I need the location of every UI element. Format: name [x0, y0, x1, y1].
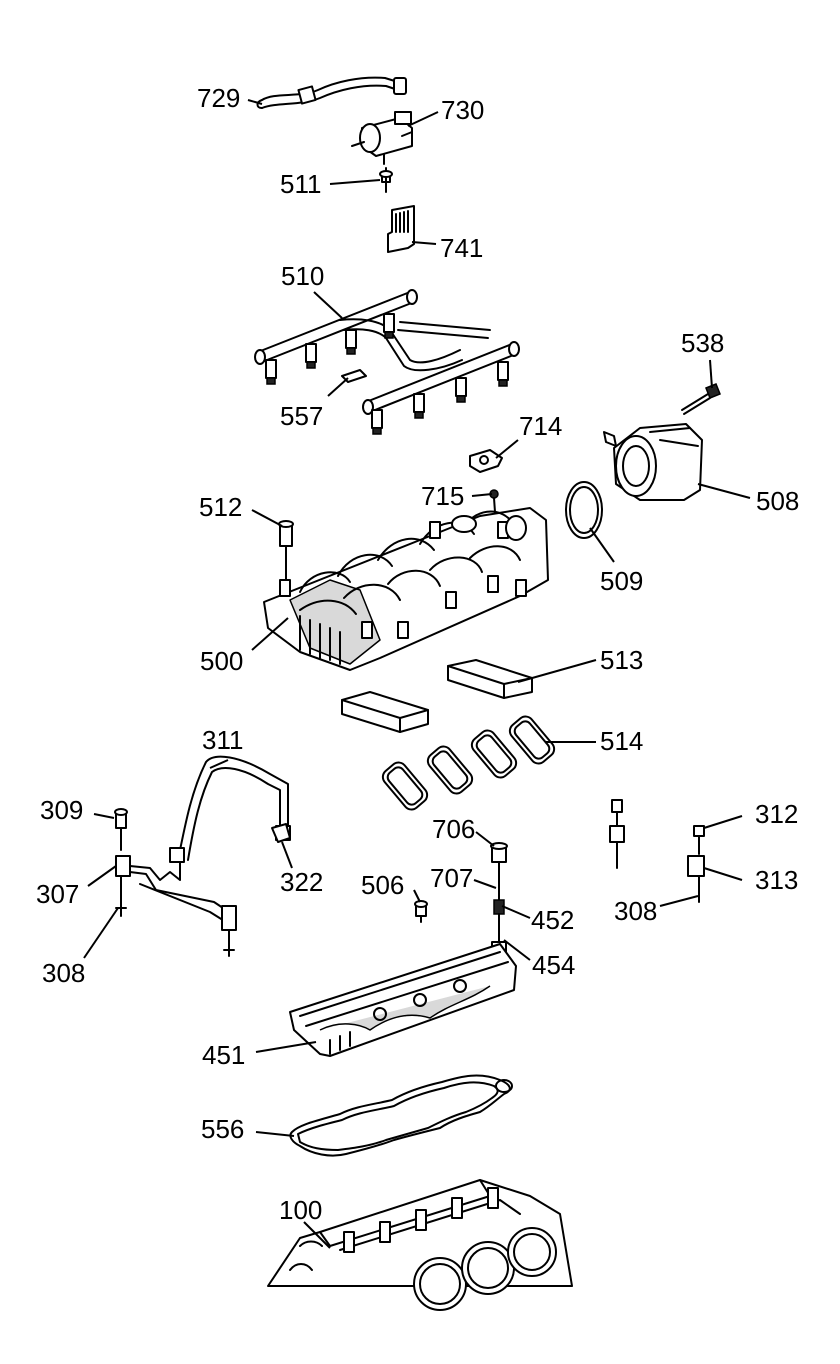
- callout-322: 322: [280, 867, 323, 897]
- callout-100: 100: [279, 1195, 322, 1225]
- part-556-gasket: [289, 1074, 513, 1157]
- callout-714: 714: [519, 411, 562, 441]
- callout-451: 451: [202, 1040, 245, 1070]
- callout-557: 557: [280, 401, 323, 431]
- part-512-bolt: [278, 520, 294, 581]
- callout-729: 729: [197, 83, 240, 113]
- callout-308-right: 308: [614, 896, 657, 926]
- part-312-313-bracket: [609, 799, 705, 903]
- part-730-valve: [351, 111, 413, 165]
- part-500-intake-manifold: [263, 507, 549, 671]
- part-100-engine-block: [267, 1179, 573, 1311]
- callout-715: 715: [421, 481, 464, 511]
- part-506-bolt: [414, 900, 428, 923]
- callout-556: 556: [201, 1114, 244, 1144]
- callout-511: 511: [280, 169, 321, 199]
- part-729-harness: [256, 76, 407, 109]
- callout-313: 313: [755, 865, 798, 895]
- callout-312: 312: [755, 799, 798, 829]
- part-322-fitting: [271, 823, 291, 843]
- leader-lines: [83, 99, 751, 1249]
- callout-508: 508: [756, 486, 799, 516]
- part-508-throttle-body: [603, 423, 703, 501]
- part-741-bracket: [387, 205, 415, 253]
- part-311-hose: [177, 755, 291, 861]
- part-509-gasket: [565, 481, 603, 539]
- callout-538: 538: [681, 328, 724, 358]
- callout-454: 454: [532, 950, 575, 980]
- callout-730: 730: [441, 95, 484, 125]
- callout-741: 741: [440, 233, 483, 263]
- part-514-port-seals: [381, 715, 556, 811]
- part-451-valley-cover: [289, 943, 517, 1057]
- part-513-gaskets: [341, 659, 533, 733]
- part-511-bolt: [379, 167, 393, 193]
- callout-509: 509: [600, 566, 643, 596]
- callout-308-left: 308: [42, 958, 85, 988]
- part-510-fuel-rail: [254, 289, 520, 435]
- callout-514: 514: [600, 726, 643, 756]
- callout-706: 706: [432, 814, 475, 844]
- callout-307: 307: [36, 879, 79, 909]
- part-714-bracket: [469, 449, 503, 473]
- part-307-pipe-assembly: [114, 808, 237, 957]
- callout-311: 311: [202, 725, 243, 755]
- callout-506: 506: [361, 870, 404, 900]
- callout-452: 452: [531, 905, 574, 935]
- part-538-bolt: [681, 383, 721, 415]
- callout-510: 510: [281, 261, 324, 291]
- callout-707: 707: [430, 863, 473, 893]
- callout-513: 513: [600, 645, 643, 675]
- callout-512: 512: [199, 492, 242, 522]
- callout-500: 500: [200, 646, 243, 676]
- callout-labels: 729 730 511 741 510 538 557 714 715 512 …: [36, 83, 799, 1225]
- callout-309: 309: [40, 795, 83, 825]
